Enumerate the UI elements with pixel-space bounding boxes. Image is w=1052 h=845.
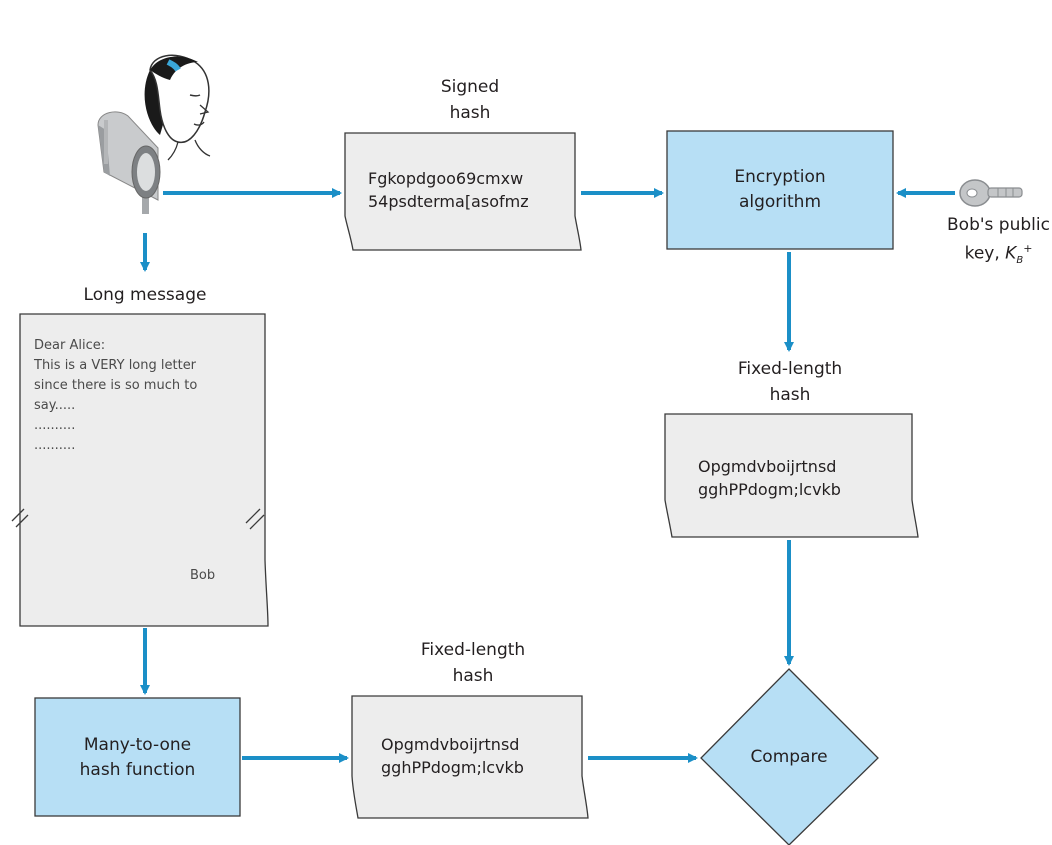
encryption-algorithm-box [666, 130, 894, 250]
alice-head-icon [144, 54, 211, 161]
fixed-hash-bottom-label-line1: Fixed-length [420, 640, 526, 660]
public-key-superscript: + [1023, 242, 1033, 255]
fixed-hash-top-text-line2: gghPPdogm;lcvkb [698, 480, 841, 499]
fixed-hash-top-label-line1: Fixed-length [737, 359, 843, 379]
fixed-hash-bottom-document [351, 695, 589, 819]
letter-line-4: say..... [34, 398, 76, 413]
fixed-hash-top-text: Opgmdvboijrtnsd gghPPdogm;lcvkb [698, 455, 841, 501]
hash-function-label: Many-to-one hash function [35, 733, 240, 783]
letter-line-1: Dear Alice: [34, 338, 106, 353]
signed-hash-text-line2: 54psdterma[asofmz [368, 192, 529, 211]
letter-line-3: since there is so much to [34, 378, 198, 393]
signed-hash-label-line1: Signed [440, 77, 500, 97]
signed-hash-text: Fgkopdgoo69cmxw 54psdterma[asofmz [368, 167, 529, 213]
letter-line-5: .......... [34, 418, 76, 433]
public-key-label: Bob's public key, KB+ [945, 213, 1052, 273]
fixed-hash-bottom-text-line2: gghPPdogm;lcvkb [381, 758, 524, 777]
encryption-line1: Encryption [734, 167, 826, 187]
public-key-symbol: K [1005, 243, 1017, 264]
signed-hash-document [344, 132, 582, 251]
compare-diamond [700, 668, 879, 845]
signed-hash-label: Signed hash [410, 74, 530, 126]
signed-hash-text-line1: Fgkopdgoo69cmxw [368, 169, 524, 188]
encryption-algorithm-label: Encryption algorithm [667, 165, 893, 215]
public-key-subscript: B [1016, 255, 1024, 267]
fixed-hash-bottom-text-line1: Opgmdvboijrtnsd [381, 735, 520, 754]
hash-function-line2: hash function [79, 760, 196, 780]
letter-signature: Bob [190, 568, 216, 583]
public-key-line1: Bob's public [947, 215, 1050, 235]
hash-function-box [34, 697, 241, 817]
fixed-hash-top-document [664, 413, 919, 538]
compare-label: Compare [750, 747, 828, 767]
long-message-document [11, 313, 269, 627]
fixed-hash-bottom-text: Opgmdvboijrtnsd gghPPdogm;lcvkb [381, 733, 524, 779]
long-message-body: Dear Alice: This is a VERY long letter s… [34, 336, 197, 456]
signed-hash-label-line2: hash [449, 103, 491, 123]
fixed-hash-top-label: Fixed-length hash [700, 356, 880, 408]
letter-line-2: This is a VERY long letter [34, 358, 197, 373]
public-key-prefix: key, [964, 243, 1006, 264]
letter-line-6: .......... [34, 438, 76, 453]
hash-function-line1: Many-to-one [83, 735, 192, 755]
fixed-hash-top-text-line1: Opgmdvboijrtnsd [698, 457, 837, 476]
mailbox-icon [97, 111, 161, 214]
long-message-label: Long message [83, 285, 207, 305]
encryption-line2: algorithm [738, 192, 822, 212]
fixed-hash-bottom-label-line2: hash [452, 666, 494, 686]
key-icon [959, 179, 1023, 207]
public-key-line2: key, KB+ [945, 237, 1052, 273]
fixed-hash-top-label-line2: hash [769, 385, 811, 405]
fixed-hash-bottom-label: Fixed-length hash [383, 637, 563, 689]
